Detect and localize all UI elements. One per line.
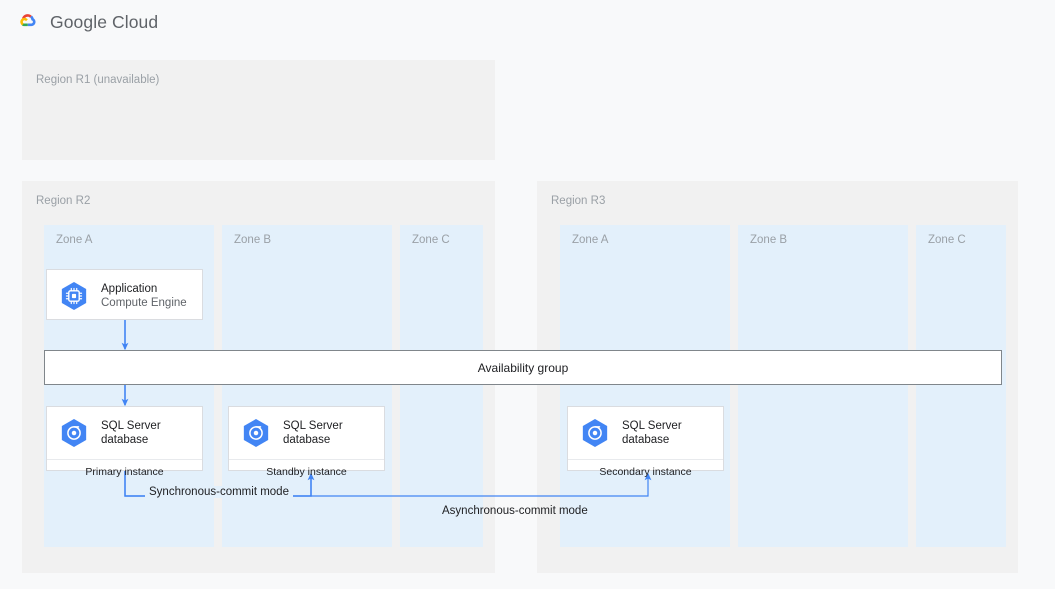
sql-server-database-icon xyxy=(582,419,608,447)
node-secondary-title: SQL Server database xyxy=(622,420,682,446)
sql-server-database-icon xyxy=(61,419,87,447)
node-primary-role: Primary instance xyxy=(47,459,202,484)
product-name: Google Cloud xyxy=(50,11,159,32)
node-secondary-text: SQL Server database xyxy=(622,419,682,447)
region-r3-label: Region R3 xyxy=(551,195,606,207)
edge-label-asynchronous-commit: Asynchronous-commit mode xyxy=(442,505,588,517)
node-standby-title: SQL Server database xyxy=(283,420,343,446)
region-r2-label: Region R2 xyxy=(36,195,91,207)
node-application-subtitle: Compute Engine xyxy=(101,297,187,309)
zone-r3-b: Zone B xyxy=(738,225,908,547)
node-application-header: Application Compute Engine xyxy=(47,270,202,322)
compute-engine-icon xyxy=(61,282,87,310)
google-cloud-logo-icon xyxy=(20,14,36,27)
zone-r3-a-label: Zone A xyxy=(572,234,609,246)
node-standby-header: SQL Server database xyxy=(229,407,384,459)
zone-r2-a-label: Zone A xyxy=(56,234,93,246)
node-primary-text: SQL Server database xyxy=(101,419,161,447)
zone-r3-a: Zone A xyxy=(560,225,730,547)
zone-r2-c: Zone C xyxy=(400,225,483,547)
node-application-text: Application Compute Engine xyxy=(101,282,187,310)
region-r1: Region R1 (unavailable) xyxy=(22,60,495,160)
zone-r2-b: Zone B xyxy=(222,225,392,547)
node-standby-instance[interactable]: SQL Server database Standby instance xyxy=(228,406,385,478)
zone-r2-c-label: Zone C xyxy=(412,234,450,246)
node-primary-title: SQL Server database xyxy=(101,420,161,446)
zone-r2-b-label: Zone B xyxy=(234,234,272,246)
availability-group-label: Availability group xyxy=(477,360,569,375)
sql-server-database-icon xyxy=(243,419,269,447)
availability-group-bar: Availability group xyxy=(44,350,1002,385)
region-r1-label: Region R1 (unavailable) xyxy=(36,74,160,86)
node-application-title: Application xyxy=(101,283,158,295)
zone-r3-c: Zone C xyxy=(916,225,1006,547)
node-standby-role: Standby instance xyxy=(229,459,384,484)
node-secondary-instance[interactable]: SQL Server database Secondary instance xyxy=(567,406,724,478)
zone-r3-c-label: Zone C xyxy=(928,234,966,246)
app-header: Google Cloud xyxy=(0,0,1055,44)
zone-r3-b-label: Zone B xyxy=(750,234,788,246)
node-primary-instance[interactable]: SQL Server database Primary instance xyxy=(46,406,203,478)
node-primary-header: SQL Server database xyxy=(47,407,202,459)
edge-label-synchronous-commit: Synchronous-commit mode xyxy=(145,486,293,498)
node-secondary-role: Secondary instance xyxy=(568,459,723,484)
node-secondary-header: SQL Server database xyxy=(568,407,723,459)
node-standby-text: SQL Server database xyxy=(283,419,343,447)
node-application[interactable]: Application Compute Engine xyxy=(46,269,203,320)
